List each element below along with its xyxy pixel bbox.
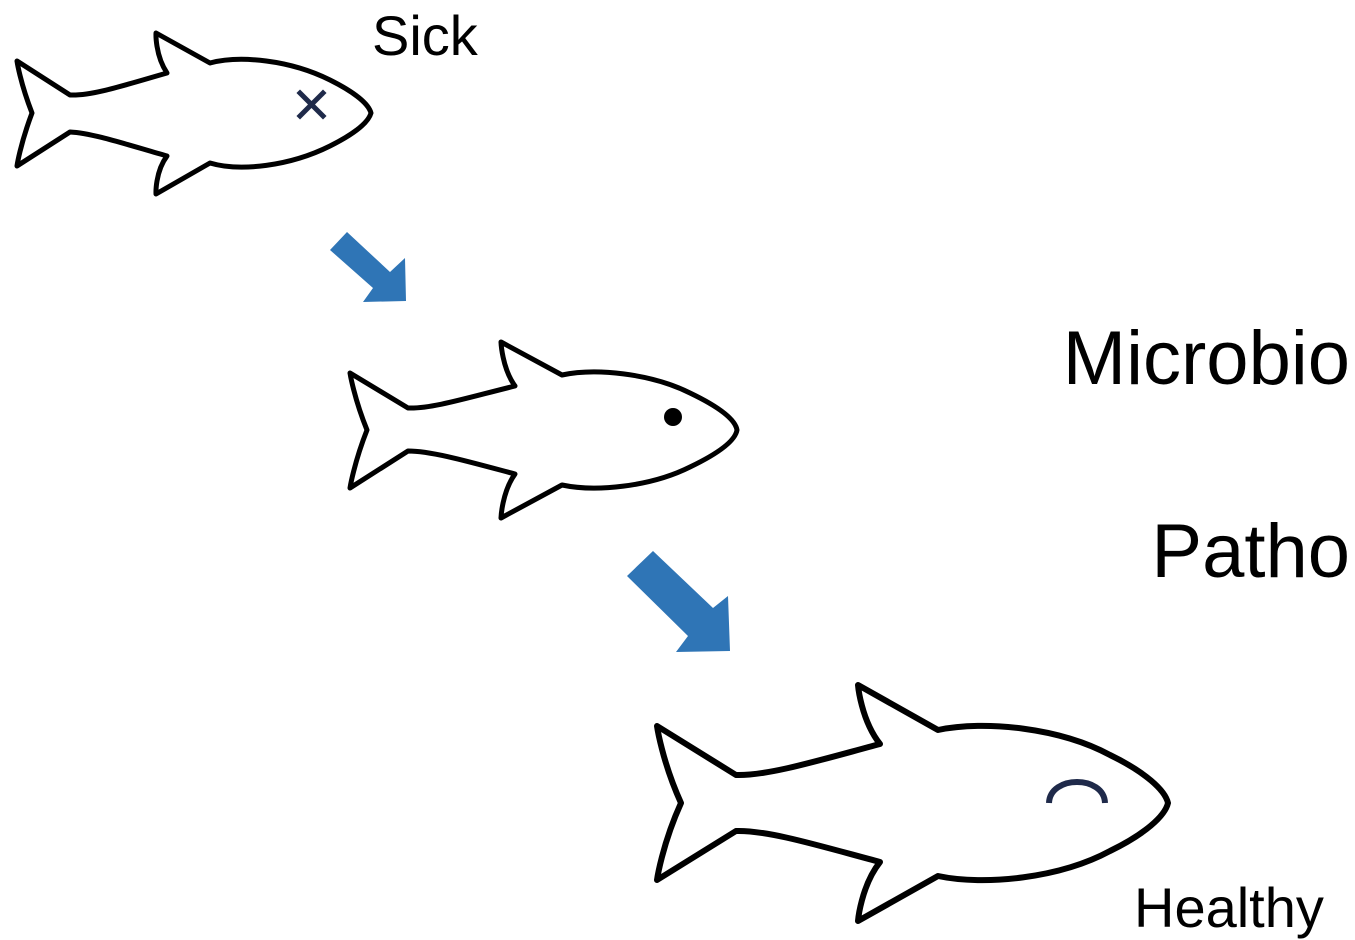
microbio-label: Microbio bbox=[1063, 316, 1350, 401]
down-right-arrow-icon bbox=[627, 551, 730, 652]
sick-fish bbox=[17, 33, 371, 194]
patho-label: Patho bbox=[1151, 509, 1350, 594]
dot-icon bbox=[664, 408, 682, 426]
healthy-fish-outline bbox=[657, 685, 1168, 921]
healthy-label: Healthy bbox=[1134, 876, 1324, 939]
sick-label: Sick bbox=[372, 4, 479, 67]
down-right-arrow-icon bbox=[330, 232, 406, 302]
middle-fish bbox=[350, 342, 737, 518]
middle-fish-outline bbox=[350, 342, 737, 518]
healthy-fish bbox=[657, 685, 1168, 921]
